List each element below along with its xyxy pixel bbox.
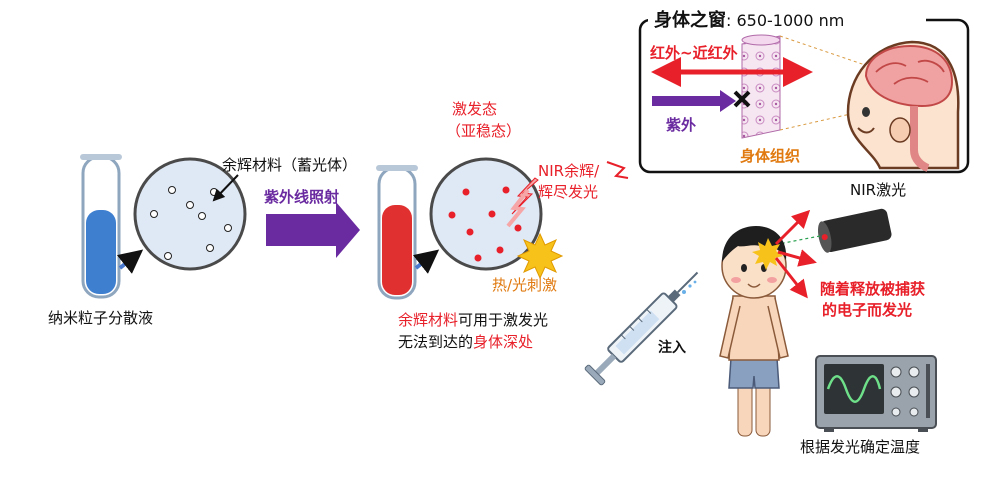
uv-label: 紫外 [666,116,696,134]
panel-title-range: : 650-1000 nm [726,11,844,30]
material-label: 余辉材料（蓄光体） [222,156,357,174]
laser-label: NIR激光 [850,181,906,199]
oscilloscope-icon [815,355,937,432]
laser-pointer-icon [817,208,892,253]
step2-caption-red-2: 身体深处 [473,333,533,351]
panel-title-main: 身体之窗 [654,9,726,31]
zoom-arrow-1 [116,249,144,274]
emission-arrow [774,209,811,246]
x-mark-icon [733,90,751,108]
particle-circle-1 [133,157,247,271]
child-icon [719,226,789,437]
nir-afterglow-line1: NIR余辉/ [538,162,600,180]
step2-caption-black-2: 无法到达的 [398,333,473,351]
emission-arrow [777,249,817,267]
brain-head-icon [846,40,960,172]
emission-line2: 的电子而发光 [822,301,912,319]
ir-label: 红外~近红外 [650,44,738,62]
test-tube-red-icon [376,165,418,300]
lightning-icon [606,161,629,179]
panel-title-bg [648,8,926,32]
syringe-icon [584,271,699,386]
nir-afterglow-line2: 辉尽发光 [538,183,598,201]
particle-circle-2 [429,157,543,271]
step2-caption-line1: 余辉材料可用于激发光 [398,311,548,329]
excited-state-line1: 激发态 [452,100,497,118]
starburst-icon [516,232,564,280]
emission-line1: 随着释放被捕获 [820,280,925,298]
zoom-arrow-2 [412,249,440,274]
tissue-label: 身体组织 [740,147,800,165]
material-pointer [212,174,239,202]
step1-caption: 纳米粒子分散液 [48,309,153,327]
uv-arrow-label: 紫外线照射 [264,188,339,206]
panel-title: 身体之窗: 650-1000 nm [654,9,844,31]
oscilloscope-caption: 根据发光确定温度 [800,438,920,456]
emission-arrow [774,257,808,299]
uv-blocked-arrow [652,90,736,112]
step2-caption-line2: 无法到达的身体深处 [398,333,533,351]
step2-caption-red: 余辉材料 [398,311,458,329]
starburst-icon [752,238,783,270]
tissue-slab-icon [741,34,781,139]
step2-caption-black: 可用于激发光 [458,311,548,329]
liquid-drops [682,280,697,294]
lightning-icon [506,188,530,228]
injection-label: 注入 [658,339,686,356]
excited-state-line2: （亚稳态） [446,122,521,140]
uv-arrow [266,202,360,258]
heat-light-stimulus: 热/光刺激 [492,276,557,294]
test-tube-blue-icon [80,154,122,299]
